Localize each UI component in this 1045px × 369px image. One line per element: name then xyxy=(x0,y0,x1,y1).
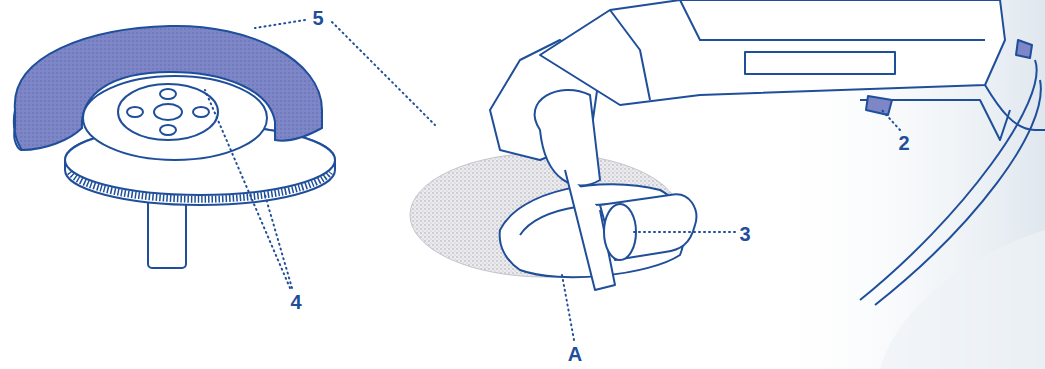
callout-number: 3 xyxy=(739,224,750,244)
callout-number: 5 xyxy=(312,8,323,28)
callout-number: A xyxy=(568,344,582,364)
callout-number: 4 xyxy=(290,292,301,312)
angle-grinder xyxy=(410,0,1045,305)
leader-lines xyxy=(205,20,900,340)
disc-assembly xyxy=(14,26,335,268)
callout-number: 2 xyxy=(898,133,909,153)
background-shape xyxy=(880,230,1045,369)
